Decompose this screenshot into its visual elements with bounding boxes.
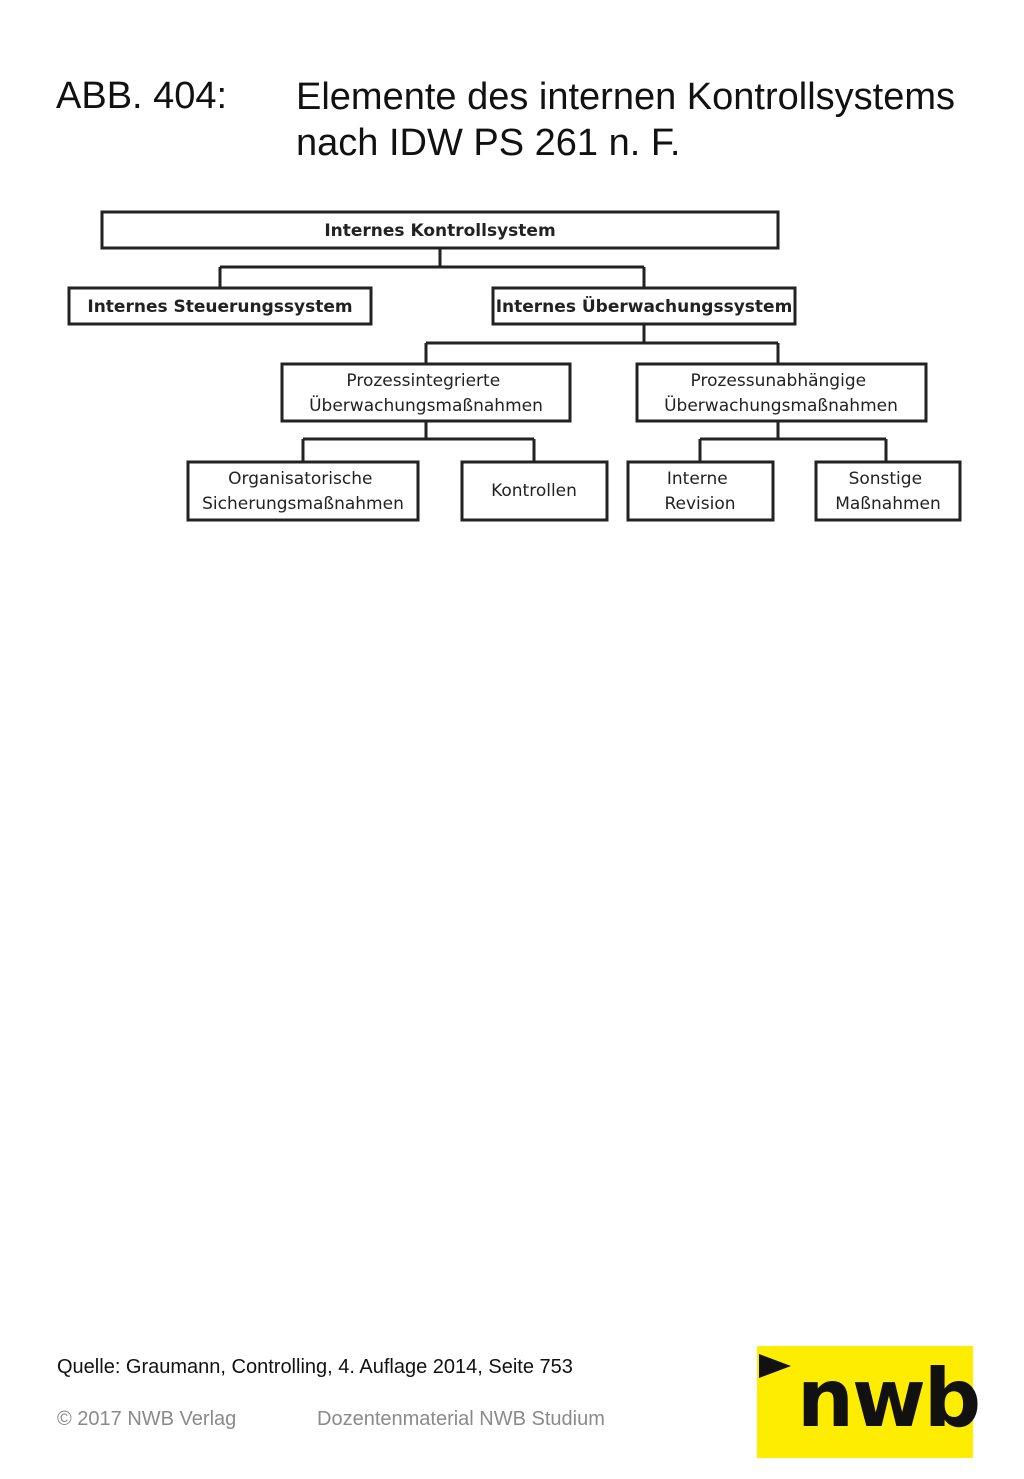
node-internes-ueberwachungssystem-label: Internes Überwachungssystem xyxy=(496,295,793,317)
svg-text:Prozessintegrierte Überw: Prozessintegrierte Überwachungsmaßnahmen xyxy=(309,371,543,416)
svg-text:Prozessunabhängige Überw: Prozessunabhängige Überwachungsmaßnahmen xyxy=(664,371,898,416)
figure-title: Elemente des internen Kontrollsystems na… xyxy=(296,74,996,166)
node-prozessintegrierte-line-1: Prozessintegrierte xyxy=(346,371,500,391)
node-interne-revision: Interne Revision xyxy=(626,460,775,522)
node-kontrollen: Kontrollen xyxy=(460,460,609,522)
svg-text:Interne Revision: Interne Revision xyxy=(664,469,735,514)
node-prozessunabhaengige-line-1: Prozessunabhängige xyxy=(691,371,867,391)
node-prozessintegrierte-line-2: Überwachungsmaßnahmen xyxy=(309,394,543,416)
node-interne-revision-line-2: Revision xyxy=(664,494,735,514)
node-prozessunabhaengige-line-2: Überwachungsmaßnahmen xyxy=(664,394,898,416)
node-internes-steuerungssystem-label: Internes Steuerungssystem xyxy=(87,297,352,317)
node-internes-ueberwachungssystem: Internes Überwachungssystem xyxy=(491,286,797,326)
material-note: Dozentenmaterial NWB Studium xyxy=(317,1408,605,1430)
figure-title-line-1: Elemente des internen Kontrollsystems xyxy=(296,76,955,118)
node-internes-steuerungssystem: Internes Steuerungssystem xyxy=(67,286,373,326)
node-organisatorische-line-2: Sicherungsmaßnahmen xyxy=(202,494,404,514)
node-organisatorische-sicherungsmassnahmen: Organisatorische Sicherungsmaßnahmen xyxy=(186,460,420,522)
logo-text: nwb xyxy=(797,1352,981,1445)
nwb-logo: nwb xyxy=(757,1346,981,1458)
node-prozessintegrierte-massnahmen: Prozessintegrierte Überwachungsmaßnahmen xyxy=(280,362,572,423)
svg-text:Sonstige Maßnahmen: Sonstige Maßnahmen xyxy=(835,469,941,514)
node-sonstige-line-1: Sonstige xyxy=(849,469,922,489)
node-sonstige-massnahmen: Sonstige Maßnahmen xyxy=(814,460,962,522)
figure-number: ABB. 404: xyxy=(56,75,228,117)
node-internes-kontrollsystem-label: Internes Kontrollsystem xyxy=(324,221,555,241)
logo-arrow-icon xyxy=(759,1354,791,1378)
node-kontrollen-label: Kontrollen xyxy=(491,481,577,501)
node-organisatorische-line-1: Organisatorische xyxy=(228,469,372,489)
figure-title-line-2: nach IDW PS 261 n. F. xyxy=(296,122,681,164)
node-internes-kontrollsystem: Internes Kontrollsystem xyxy=(100,210,780,250)
node-sonstige-line-2: Maßnahmen xyxy=(835,494,941,514)
svg-text:Organisatorische Sicheru: Organisatorische Sicherungsmaßnahmen xyxy=(202,469,404,514)
node-prozessunabhaengige-massnahmen: Prozessunabhängige Überwachungsmaßnahmen xyxy=(635,362,928,423)
org-chart: Internes Kontrollsystem Internes Steueru… xyxy=(67,210,962,522)
source-citation: Quelle: Graumann, Controlling, 4. Auflag… xyxy=(57,1356,573,1378)
node-interne-revision-line-1: Interne xyxy=(667,469,728,489)
copyright-notice: © 2017 NWB Verlag xyxy=(57,1408,237,1430)
connector-lines xyxy=(218,248,888,462)
